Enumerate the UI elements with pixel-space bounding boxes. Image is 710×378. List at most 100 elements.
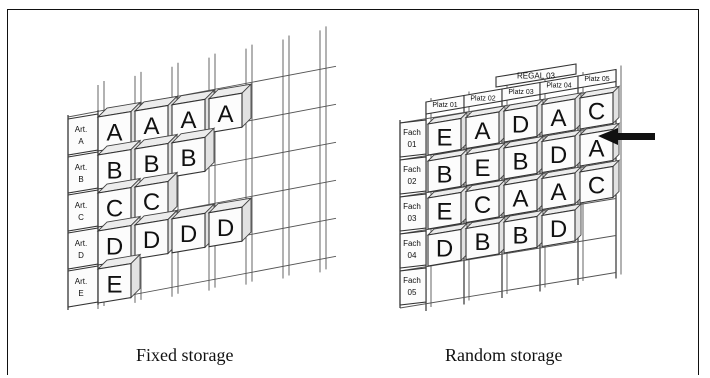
storage-item-letter: A [512,186,528,213]
box-face [427,117,462,156]
storage-item-letter: D [106,233,123,260]
random-storage-caption: Random storage [445,345,563,365]
storage-item-letter: C [143,189,160,216]
storage-item-letter: C [588,173,605,200]
row-label-text: D [78,251,84,260]
box-side [612,159,620,199]
storage-item-letter: A [550,179,566,206]
fach-label-text: 05 [408,288,417,297]
box-face [541,209,576,248]
storage-item-letter: C [474,192,491,219]
row-label-box [67,151,99,194]
box-face [134,218,169,260]
box-face [208,206,243,248]
storage-item-letter: E [436,199,452,226]
storage-item-letter: A [550,105,566,132]
box-face [503,141,538,180]
box-side [574,202,582,242]
box-face [465,148,500,187]
storage-item-letter: C [588,99,605,126]
fach-label-text: 01 [408,140,417,149]
fach-label-box [399,267,427,306]
box-face [171,212,206,254]
row-label-text: E [78,289,83,298]
storage-item-letter: B [474,229,490,256]
box-face [579,91,614,130]
box-face [541,98,576,137]
platz-label-text: Platz 04 [546,82,571,89]
fach-label-text: Fach [403,276,421,285]
row-label-box [67,227,99,270]
box-face [171,136,206,178]
box-face [427,154,462,193]
fach-label-text: Fach [403,128,421,137]
box-face [541,172,576,211]
row-label-text: Art. [75,239,87,248]
box-face [208,92,243,134]
fach-label-text: Fach [403,165,421,174]
storage-item-letter: B [512,223,528,250]
fixed-storage-caption: Fixed storage [136,345,234,365]
platz-label-box [577,68,617,89]
box-face [503,215,538,254]
row-label-text: Art. [75,277,87,286]
row-label-box [67,265,99,308]
regal-header-box [495,63,577,88]
platz-label-text: Platz 03 [508,89,533,96]
arrow-pointer [598,128,655,145]
fach-label-text: 02 [408,177,417,186]
fach-label-box [399,230,427,269]
fach-label-box [399,193,427,232]
storage-item-letter: D [436,236,453,263]
box-face [465,185,500,224]
fach-label-text: 03 [408,214,417,223]
storage-item-letter: D [143,227,160,254]
storage-item-letter: C [106,195,123,222]
box-side [612,85,620,125]
storage-item-letter: B [436,162,452,189]
box-face [465,222,500,261]
box-face [465,111,500,150]
row-label-text: B [78,175,83,184]
storage-item-letter: D [550,216,567,243]
platz-label-text: Platz 05 [584,76,609,83]
arrow-icon [598,128,655,145]
storage-item-letter: A [106,119,122,146]
storage-item-letter: D [180,221,197,248]
storage-item-letter: A [217,101,233,128]
row-label-text: C [78,213,84,222]
box-face [427,228,462,267]
box-face [579,165,614,204]
storage-item-letter: D [550,142,567,169]
storage-item-letter: A [474,118,490,145]
row-label-text: Art. [75,163,87,172]
fach-label-text: 04 [408,251,417,260]
storage-item-letter: D [512,112,529,139]
storage-item-letter: A [588,136,604,163]
storage-item-letter: B [180,145,196,172]
row-label-box [67,189,99,232]
storage-item-letter: E [106,271,122,298]
fach-label-text: Fach [403,202,421,211]
box-face [541,135,576,174]
platz-label-text: Platz 01 [432,102,457,109]
storage-item-letter: A [143,113,159,140]
storage-item-letter: E [474,155,490,182]
storage-item-letter: B [106,157,122,184]
box-face [503,104,538,143]
storage-item-letter: D [217,215,234,242]
storage-item-letter: E [436,125,452,152]
regal-header-text: REGAL 03 [517,72,555,81]
storage-item-letter: A [180,107,196,134]
row-label-text: A [78,137,84,146]
fach-label-box [399,119,427,158]
shelf-rail [399,272,617,309]
row-label-text: Art. [75,201,87,210]
fach-label-text: Fach [403,239,421,248]
storage-item-letter: B [512,149,528,176]
fach-label-box [399,156,427,195]
row-label-text: Art. [75,125,87,134]
